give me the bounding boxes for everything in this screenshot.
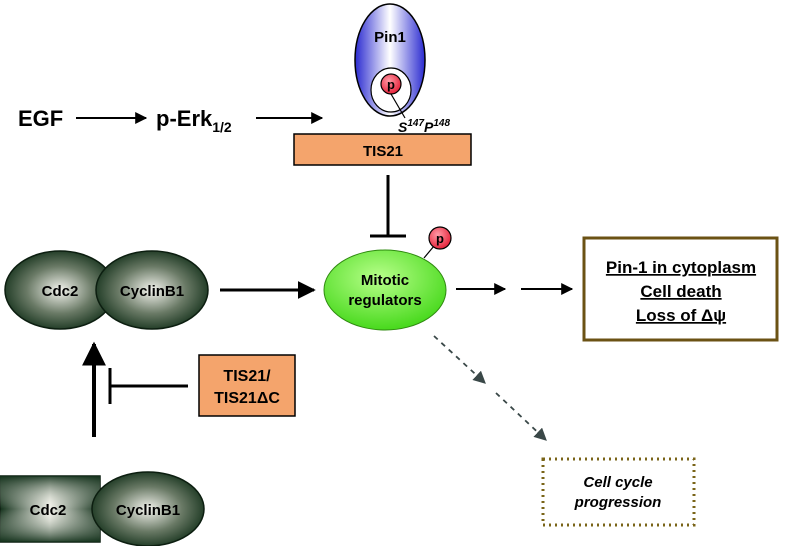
outcome-box	[582, 236, 779, 342]
outcome-loss-of-potential: Loss of Δψ	[636, 306, 726, 325]
cyclinb1-label-inactive: CyclinB1	[116, 502, 180, 519]
dashed-arrow-to-progression-1	[433, 335, 486, 384]
progression-box	[541, 457, 696, 527]
progression-label-2: progression	[574, 494, 662, 511]
tis21-label: TIS21	[363, 143, 403, 160]
progression-label-1: Cell cycle	[583, 474, 652, 491]
site-p: P	[424, 119, 434, 135]
cdc2-label-active: Cdc2	[42, 283, 79, 300]
site-p-num: 148	[433, 118, 450, 129]
cyclinb1-oval-inactive	[91, 471, 205, 546]
perk-label: p-Erk1/2	[156, 106, 232, 135]
mitotic-phospho-tether	[423, 245, 435, 259]
cdc2-label-inactive: Cdc2	[30, 502, 67, 519]
mitotic-label-1: Mitotic	[361, 272, 409, 289]
dashed-arrow-to-progression-2	[495, 392, 547, 441]
tis21-variant-label-1: TIS21/	[223, 368, 271, 385]
mitotic-phospho-icon	[428, 226, 452, 250]
tis21-variant-label-2: TIS21ΔC	[214, 390, 280, 407]
pin1-label: Pin1	[374, 29, 406, 46]
site-s-num: 147	[407, 118, 424, 129]
cyclinb1-oval-active	[95, 250, 209, 330]
site-s: S	[398, 119, 408, 135]
perk-main: p-Erk	[156, 106, 213, 131]
cyclinb1-label-active: CyclinB1	[120, 283, 184, 300]
perk-subscript: 1/2	[212, 119, 232, 135]
pin1-phospho-label: p	[387, 77, 395, 92]
outcome-pin1-cytoplasm: Pin-1 in cytoplasm	[606, 258, 756, 277]
tis21-variant-box	[198, 354, 296, 417]
pin1-phospho-tether	[390, 93, 406, 119]
mitotic-label-2: regulators	[348, 292, 421, 309]
site-label: S147P148	[398, 118, 450, 135]
cdc2-rect-inactive-shade	[0, 476, 100, 542]
tis21-box	[293, 133, 472, 166]
egf-label: EGF	[18, 106, 63, 131]
mitotic-regulators-node	[323, 249, 447, 331]
mitotic-phospho-label: p	[436, 231, 444, 246]
outcome-cell-death: Cell death	[640, 282, 721, 301]
